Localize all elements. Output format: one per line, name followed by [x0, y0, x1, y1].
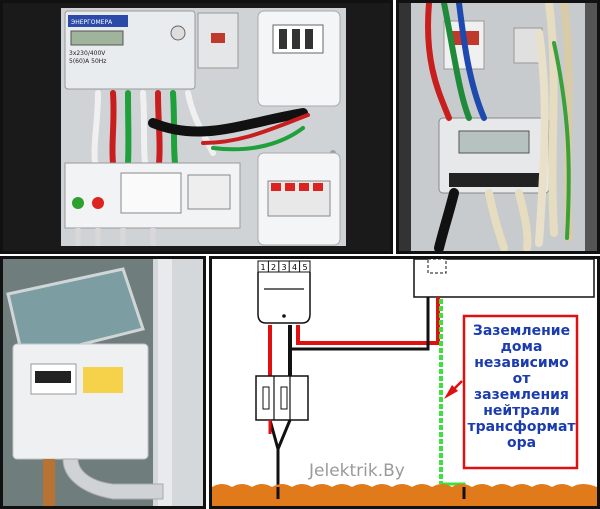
- breaker-symbol: [255, 375, 309, 421]
- photo-wall-enclosure: [0, 256, 206, 509]
- meter-brand-label: ЭНЕРГОМЕРА: [71, 19, 113, 26]
- caption-line: Заземление: [472, 323, 571, 339]
- photo-distribution-panel: ЭНЕРГОМЕРА 3х230/400V 5(60)А 50Hz: [0, 0, 393, 254]
- grounding-caption: Заземление дома независимо от заземления…: [466, 323, 577, 451]
- electric-meter: ЭНЕРГОМЕРА 3х230/400V 5(60)А 50Hz: [64, 10, 196, 90]
- caption-frame: [462, 314, 579, 470]
- transformer-box: [413, 259, 595, 298]
- terminal-number: 1: [260, 263, 265, 272]
- grounding-diagram: 1 2 3 4 5: [209, 256, 600, 509]
- watermark: Jelektrik.By: [309, 461, 405, 481]
- caption-line: дома: [500, 339, 543, 355]
- photo-meter-cabinet: [396, 0, 600, 254]
- meter-current-label: 5(60)А 50Hz: [69, 58, 106, 65]
- caption-line: заземления: [474, 387, 569, 403]
- meter-voltage-label: 3х230/400V: [69, 50, 106, 57]
- caption-line: ора: [506, 435, 537, 451]
- pointer-arrow: [444, 380, 463, 399]
- terminal-number: 2: [271, 263, 276, 272]
- caption-line: трансформат: [467, 419, 576, 435]
- caption-line: нейтрали: [483, 403, 560, 419]
- meter-symbol: [257, 272, 311, 324]
- grounding-rod-left: [268, 419, 292, 487]
- soil-surface: [212, 484, 597, 506]
- wiring-diagram: 1 2 3 4 5: [212, 259, 597, 506]
- caption-line: от: [512, 371, 531, 387]
- neutral-wire-bus: [290, 297, 430, 351]
- terminal-number: 4: [292, 263, 297, 272]
- caption-line: независимо: [474, 355, 569, 371]
- phase-wire-bus: [296, 297, 440, 345]
- terminal-number: 3: [281, 263, 286, 272]
- terminal-strip: 1 2 3 4 5: [257, 260, 311, 273]
- terminal-number: 5: [302, 263, 307, 272]
